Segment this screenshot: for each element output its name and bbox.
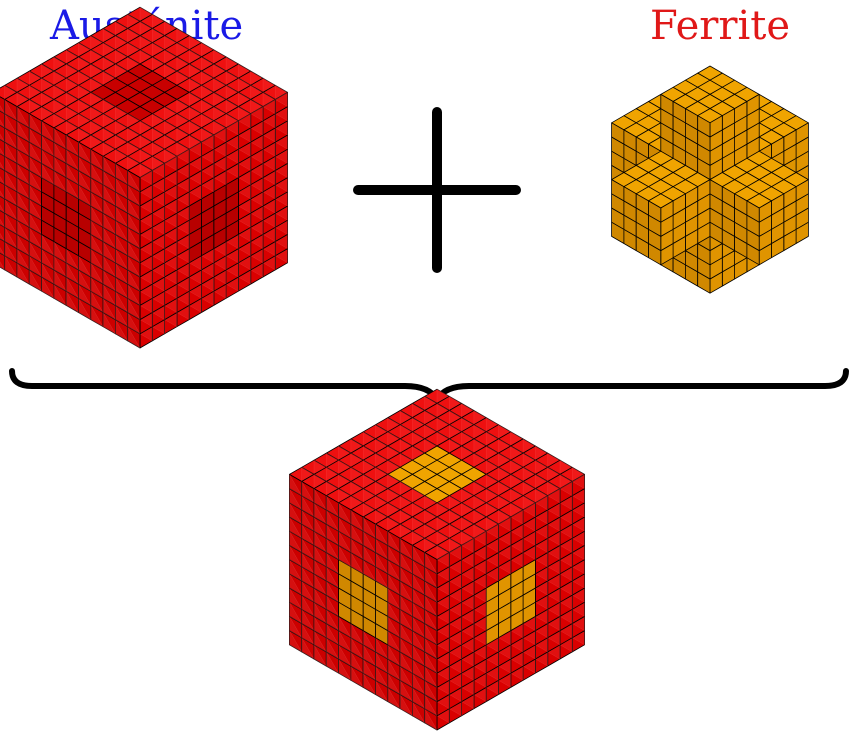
austenite-mesh-cube xyxy=(0,7,288,348)
ferrite-mesh-star xyxy=(612,66,809,293)
combined-mesh-cube xyxy=(289,389,584,730)
plus-sign xyxy=(358,112,516,268)
